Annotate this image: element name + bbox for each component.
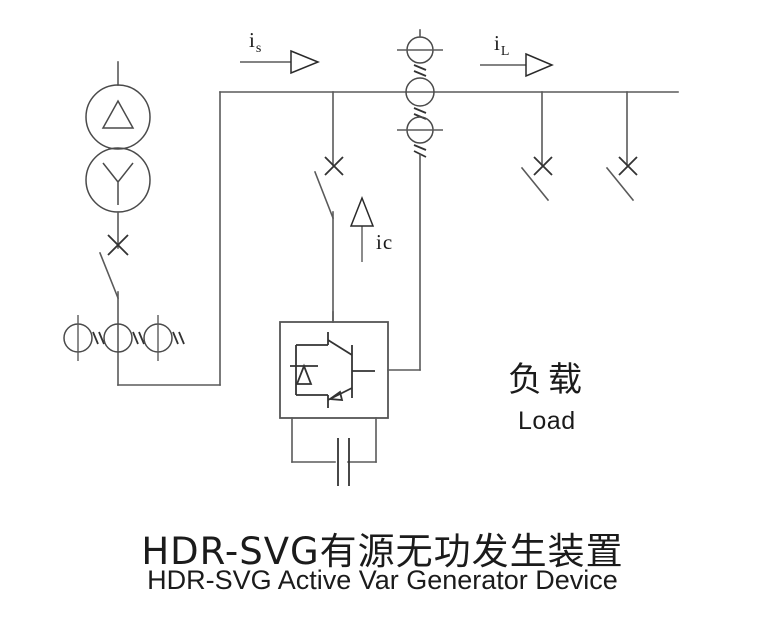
ic-arrowhead-icon [349,195,375,227]
compensator-current-arrow [349,195,375,262]
ct-hash-3 [172,331,185,345]
left-return-conductor [117,91,221,386]
delta-winding-icon [101,99,135,129]
is-main-char: i [249,28,256,52]
load-feeder-1[interactable] [520,91,553,202]
load-breaker-2-cross-icon [618,156,638,176]
label-compensator-current: ic [376,230,394,254]
load-current-arrow [480,52,554,78]
transformer-branch [85,61,151,249]
ct-col-hash-1 [413,64,427,77]
antiparallel-diode-icon [295,363,313,385]
ct-hash-1 [92,331,105,345]
svg-branch-breaker[interactable] [313,91,344,323]
is-arrowhead-icon [290,49,320,75]
ct-row-left [63,315,185,361]
ct-hash-2 [132,331,145,345]
transformer-primary-circle [85,84,151,150]
main-breaker[interactable] [98,234,129,386]
dc-link-capacitor [291,417,377,486]
ct-col-hash-3 [413,144,427,158]
label-load-english: Load [518,407,576,435]
ct-column-center [397,29,443,371]
source-current-arrow [240,49,320,75]
current-transformer-col-2 [405,77,435,107]
il-main-char: i [494,31,501,55]
igbt-collector-lead [327,339,353,356]
igbt-emitter-arrow-icon [327,390,344,402]
il-sub-char: L [500,44,511,60]
title-chinese: HDR-SVG有源无功发生装置 [141,530,624,573]
inverter-module [279,311,421,419]
is-sub-char: s [255,41,263,57]
wye-winding-icon [102,162,134,205]
load-breaker-1-cross-icon [533,156,553,176]
il-arrowhead-icon [525,52,554,78]
svg-breaker-cross-icon [324,156,344,176]
load-feeder-2[interactable] [605,91,638,202]
breaker-cross-icon [107,234,129,256]
title-english: HDR-SVG Active Var Generator Device [147,565,618,595]
current-transformer-2 [103,323,133,353]
label-load-current: iL [494,31,510,60]
label-load-chinese: 负载 [508,360,588,400]
label-source-current: is [249,28,262,57]
